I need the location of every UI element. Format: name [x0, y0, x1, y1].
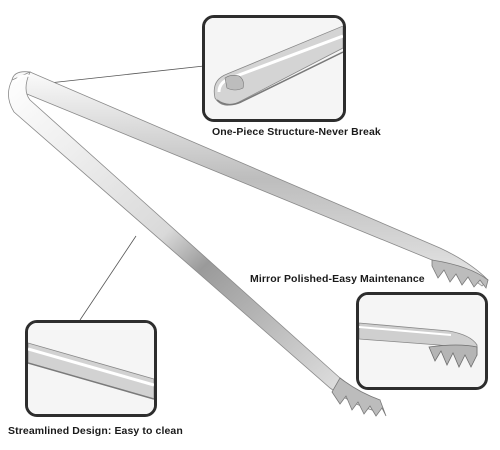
- inset-hinge-closeup: [202, 15, 346, 122]
- arm-closeup-image: [28, 323, 154, 414]
- inset-arm-closeup: [25, 320, 157, 417]
- teeth-closeup-image: [359, 295, 485, 387]
- leader-line-top: [39, 65, 205, 85]
- caption-streamlined-design: Streamlined Design: Easy to clean: [8, 425, 183, 437]
- tongs-lower-teeth: [331, 377, 387, 417]
- leader-line-bottom: [79, 235, 137, 321]
- tongs-hinge-highlight: [15, 74, 31, 83]
- inset-teeth-closeup: [356, 292, 488, 390]
- caption-one-piece-structure: One-Piece Structure-Never Break: [212, 126, 381, 138]
- tongs-upper-teeth: [431, 259, 489, 289]
- hinge-closeup-image: [205, 18, 343, 119]
- caption-mirror-polished: Mirror Polished-Easy Maintenance: [250, 273, 425, 285]
